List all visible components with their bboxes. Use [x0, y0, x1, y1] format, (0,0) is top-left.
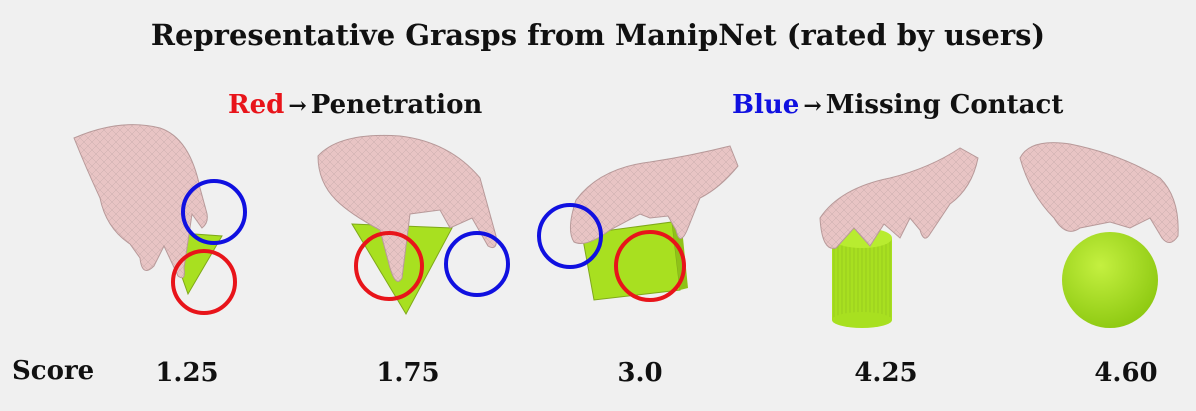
grasp-2-illustration — [317, 134, 510, 316]
legend-missing-contact: Blue→Missing Contact — [732, 90, 1063, 120]
grasp-3-score: 3.0 — [617, 358, 663, 388]
score-label: Score — [12, 356, 95, 386]
missing-contact-circle — [537, 203, 603, 269]
sphere-object — [1062, 232, 1158, 328]
arrow-icon: → — [288, 93, 307, 119]
missing-contact-circle — [181, 179, 247, 245]
grasp-panel-2 — [310, 118, 515, 333]
grasp-5-illustration — [1019, 142, 1179, 328]
penetration-circle — [354, 231, 424, 301]
legend-red-meaning: Penetration — [310, 90, 483, 120]
legend-penetration: Red→Penetration — [228, 90, 482, 120]
legend-blue-meaning: Missing Contact — [825, 90, 1064, 120]
grasp-4-illustration — [819, 147, 979, 328]
grasp-5-score: 4.60 — [1094, 358, 1158, 388]
grasp-panel-1 — [60, 118, 260, 333]
grasp-3-illustration — [537, 145, 739, 302]
grasp-4-score: 4.25 — [854, 358, 918, 388]
penetration-circle — [614, 230, 686, 302]
missing-contact-circle — [444, 231, 510, 297]
grasp-1-score: 1.25 — [155, 358, 219, 388]
grasp-panel-4 — [800, 118, 1000, 333]
grasp-2-score: 1.75 — [376, 358, 440, 388]
grasp-panel-3 — [530, 118, 745, 333]
grasp-1-illustration — [73, 124, 247, 315]
figure-title: Representative Grasps from ManipNet (rat… — [150, 18, 1046, 52]
arrow-icon: → — [803, 93, 822, 119]
grasp-panel-5 — [1010, 118, 1190, 333]
penetration-circle — [171, 249, 237, 315]
legend-red-word: Red — [228, 90, 285, 120]
legend-blue-word: Blue — [732, 90, 800, 120]
